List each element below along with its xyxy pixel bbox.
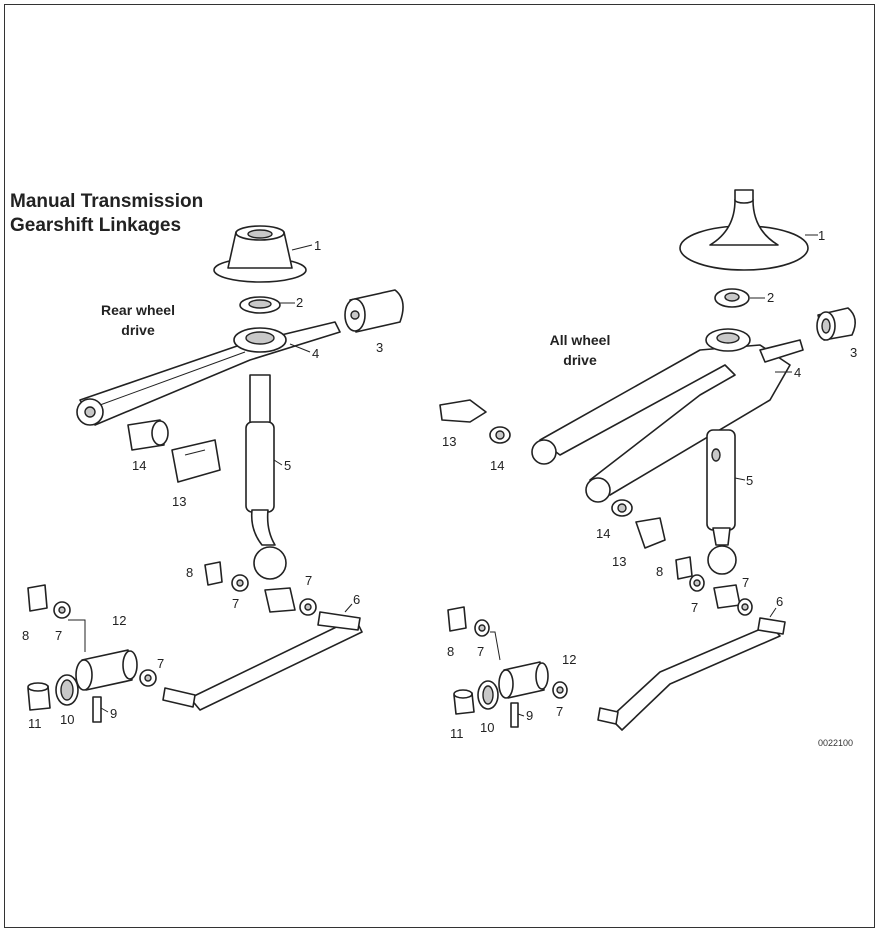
awd-part-8-clips (447, 556, 693, 632)
awd-callout-11: 11 (450, 726, 464, 741)
awd-callout-4: 4 (794, 365, 801, 380)
rwd-callout-14: 14 (132, 458, 146, 473)
rwd-callout-5: 5 (284, 458, 291, 473)
awd-part-6-rod (597, 617, 786, 731)
awd-label-line-2: drive (563, 352, 597, 368)
rwd-assembly: 1 2 3 4 5 6 7 7 7 7 8 8 9 10 11 12 13 14 (22, 225, 404, 731)
awd-callout-5: 5 (746, 473, 753, 488)
awd-part-7-washers (474, 574, 753, 699)
awd-leaders (490, 234, 818, 717)
awd-part-4-yoke (531, 328, 804, 503)
rwd-callout-1: 1 (314, 238, 321, 253)
rwd-callout-8b: 8 (22, 628, 29, 643)
awd-callout-7b: 7 (742, 575, 749, 590)
awd-callout-10: 10 (480, 720, 494, 735)
rwd-leaders (68, 244, 353, 713)
awd-callout-9: 9 (526, 708, 533, 723)
awd-callout-14b: 14 (596, 526, 610, 541)
rwd-callout-11: 11 (28, 716, 42, 731)
rwd-callout-2: 2 (296, 295, 303, 310)
rwd-part-13-bracket (171, 439, 221, 483)
rear-wheel-drive-label: Rear wheel drive (88, 300, 188, 340)
awd-joint (713, 584, 741, 609)
rwd-callout-7d: 7 (157, 656, 164, 671)
awd-part-14-springs (489, 426, 633, 517)
awd-callout-3: 3 (850, 345, 857, 360)
rwd-callout-9: 9 (110, 706, 117, 721)
rwd-callout-7a: 7 (232, 596, 239, 611)
diagram-frame (4, 4, 875, 928)
rwd-part-12-coupling (75, 649, 138, 691)
awd-callout-6: 6 (776, 594, 783, 609)
rwd-parts-9-10-11 (27, 674, 102, 723)
rwd-part-7-washers (53, 574, 317, 687)
rwd-callout-7b: 7 (305, 573, 312, 588)
awd-parts-9-10-11 (453, 680, 519, 728)
rwd-callout-12: 12 (112, 613, 126, 628)
rwd-part-8-clips (27, 561, 223, 612)
awd-part-5-lever (706, 429, 737, 575)
awd-callout-13a: 13 (442, 434, 456, 449)
awd-callout-7d: 7 (556, 704, 563, 719)
rwd-part-5-lever (245, 374, 287, 580)
rwd-part-4-arm (76, 321, 341, 426)
awd-callout-8a: 8 (656, 564, 663, 579)
awd-part-12-coupling (498, 661, 549, 699)
awd-part-3-bushing (816, 307, 856, 341)
awd-callout-14a: 14 (490, 458, 504, 473)
awd-callout-13b: 13 (612, 554, 626, 569)
rear-label-line-1: Rear wheel (101, 302, 175, 318)
rear-label-line-2: drive (121, 322, 155, 338)
awd-callout-7c: 7 (477, 644, 484, 659)
awd-callout-12: 12 (562, 652, 576, 667)
awd-label-line-1: All wheel (549, 332, 611, 348)
figure-code: 0022100 (818, 738, 854, 748)
rwd-callout-13: 13 (172, 494, 186, 509)
rwd-callout-6: 6 (353, 592, 360, 607)
diagram-title: Manual Transmission Gearshift Linkages (10, 190, 203, 238)
awd-callout-1: 1 (818, 228, 825, 243)
awd-assembly: 1 2 3 4 5 6 7 7 7 7 8 8 9 10 11 12 13 13… (439, 189, 857, 741)
rwd-part-1-boot (213, 225, 307, 283)
rwd-callout-7c: 7 (55, 628, 62, 643)
title-line-1: Manual Transmission (10, 191, 204, 212)
rwd-callout-8a: 8 (186, 565, 193, 580)
awd-part-1-boot (679, 189, 809, 271)
all-wheel-drive-label: All wheel drive (530, 330, 630, 370)
awd-callout-2: 2 (767, 290, 774, 305)
rwd-part-2-ring (239, 296, 281, 314)
rwd-callout-3: 3 (376, 340, 383, 355)
awd-part-13-brackets (439, 399, 666, 549)
title-line-2: Gearshift Linkages (10, 215, 182, 236)
awd-part-2-nut (714, 288, 750, 308)
rwd-callout-4: 4 (312, 346, 319, 361)
awd-callout-7a: 7 (691, 600, 698, 615)
rwd-joint (264, 587, 296, 613)
rwd-part-14-bushing (127, 419, 169, 451)
rwd-callout-10: 10 (60, 712, 74, 727)
awd-callout-8b: 8 (447, 644, 454, 659)
rwd-part-6-rod (162, 611, 363, 711)
rwd-part-3-bushing (344, 289, 404, 333)
